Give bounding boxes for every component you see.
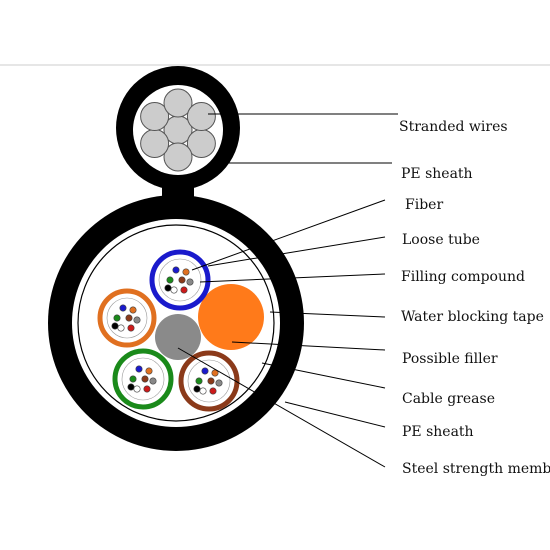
filling-compound [158,258,202,302]
fiber [119,304,127,312]
leader-lines [177,113,398,468]
fiber [186,278,194,286]
fiber [172,266,180,274]
fiber [149,377,157,385]
fiber [143,385,151,393]
label-fiber: Fiber [405,197,443,213]
stranded-wire [140,129,170,158]
filling-compound [106,297,148,339]
fiber [129,306,137,314]
fiber [201,367,209,375]
stranded-wire [140,102,170,131]
fiber [111,322,119,330]
filling-compound [121,357,165,401]
fiber [195,377,203,385]
fiber [164,284,172,292]
water-blocking-tape-ring [77,224,275,422]
fiber [182,268,190,276]
main-cable-section [48,195,304,451]
leader-water-blocking-tape [269,311,386,318]
fiber [193,385,201,393]
fiber [113,314,121,322]
stranded-wire [186,102,216,131]
fiber [199,387,207,395]
label-pe-sheath-top: PE sheath [401,166,473,182]
fiber [125,314,133,322]
fiber [135,365,143,373]
loose-tubes [97,249,240,412]
fiber [166,276,174,284]
fiber [215,379,223,387]
fiber [209,387,217,395]
fiber [145,367,153,375]
stranded-wire [163,142,193,172]
fiber [141,375,149,383]
label-steel-strength-member: Steel strength member [402,461,550,477]
label-water-blocking-tape: Water blocking tape [401,309,544,325]
steel-strength-member [155,314,201,360]
fiber [178,276,186,284]
label-possible-filler: Possible filler [402,351,498,367]
stranded-wire [163,88,193,118]
fiber [127,383,135,391]
fiber [133,385,141,393]
fiber [127,324,135,332]
label-filling-compound: Filling compound [401,269,525,285]
label-pe-sheath-bottom: PE sheath [402,424,474,440]
messenger-wire-section [116,66,240,215]
fiber [129,375,137,383]
leader-pe-sheath-bottom [284,401,386,428]
leader-steel-strength-member [177,347,386,468]
label-cable-grease: Cable grease [402,391,495,407]
fiber [133,316,141,324]
label-stranded-wires: Stranded wires [399,119,508,135]
fiber [117,324,125,332]
leader-fiber [191,199,386,271]
leader-filling-compound [199,273,386,283]
fiber [207,377,215,385]
leader-loose-tube [207,236,386,267]
label-loose-tube: Loose tube [402,232,480,248]
leader-possible-filler [231,341,386,351]
fiber [170,286,178,294]
fiber [180,286,188,294]
possible-filler [198,284,264,350]
leader-cable-grease [261,362,386,389]
stranded-wires [140,88,216,172]
filling-compound [187,359,231,403]
